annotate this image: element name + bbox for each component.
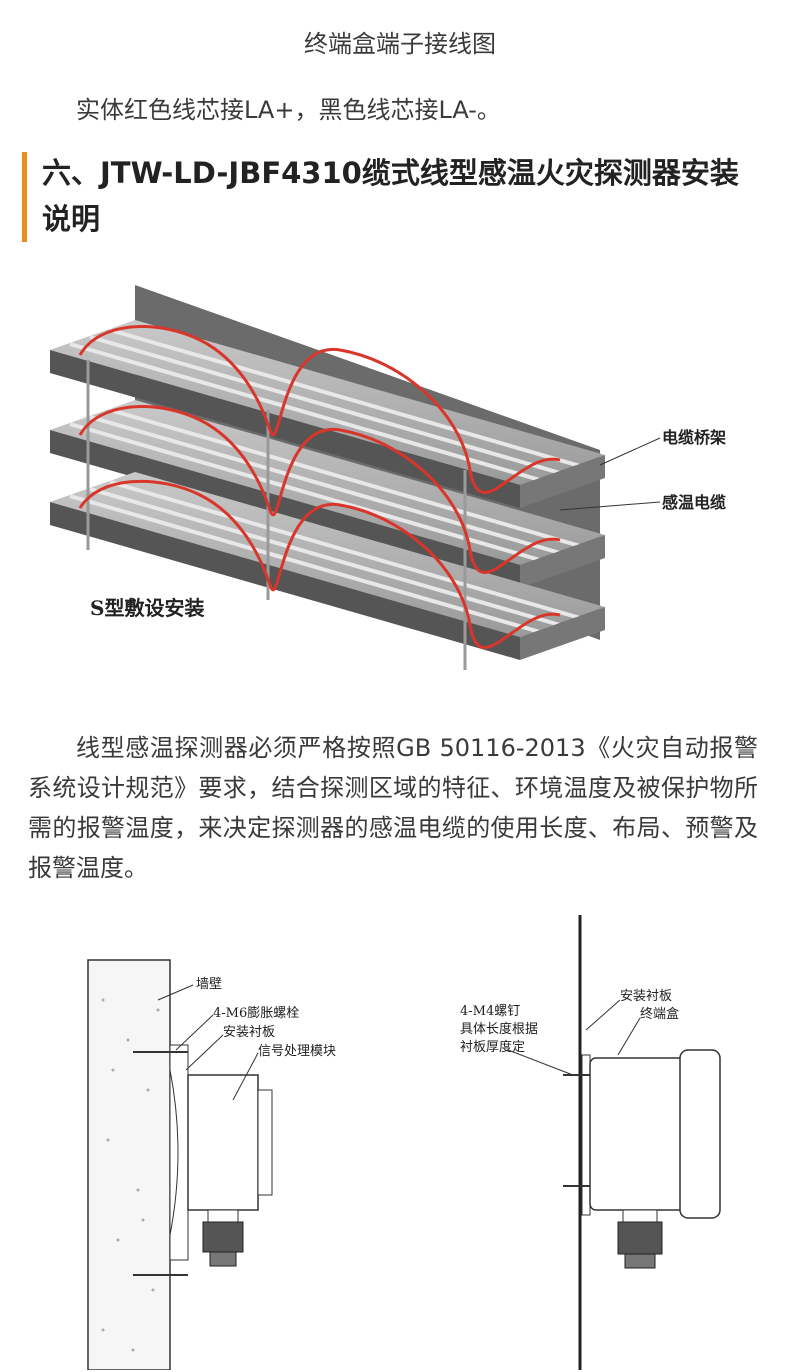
wall-mount-diagram: 墙壁 4-M6膨胀螺栓 安装衬板 信号处理模块 [87,959,336,1370]
label-signal-module: 信号处理模块 [258,1044,336,1059]
wiring-diagram-caption: 终端盒端子接线图 [304,30,496,58]
label-mount-plate-right: 安装衬板 [620,989,672,1004]
tray-tier-1 [50,320,605,508]
installation-requirement-text: 线型感温探测器必须严格按照GB 50116-2013《火灾自动报警系统设计规范》… [28,734,758,882]
cable-tray-illustration: 电缆桥架 感温电缆 S型敷设安装 [50,285,726,670]
label-m6-bolt: 4-M6膨胀螺栓 [213,1006,299,1021]
mounting-diagram: 墙壁 4-M6膨胀螺栓 安装衬板 信号处理模块 4-M4螺钉 具体长度根据 衬板… [87,915,721,1370]
label-s-type-install: S型敷设安装 [90,596,204,620]
label-mount-plate-left: 安装衬板 [223,1025,275,1040]
label-screw-length: 具体长度根据 [460,1021,538,1037]
terminal-box-mount-diagram: 4-M4螺钉 具体长度根据 衬板厚度定 安装衬板 终端盒 [460,915,721,1370]
label-plate-thickness: 衬板厚度定 [460,1039,525,1055]
label-sensing-cable: 感温电缆 [662,493,726,512]
label-terminal-box: 终端盒 [640,1006,679,1022]
label-cable-tray: 电缆桥架 [662,428,726,447]
heading-accent-bar [22,152,27,242]
label-m4-screw: 4-M4螺钉 [460,1004,520,1019]
label-wall: 墙壁 [196,977,222,992]
wiring-note: 实体红色线芯接LA+，黑色线芯接LA-。 [76,96,501,124]
section-heading: 六、JTW-LD-JBF4310缆式线型感温火灾探测器安装说明 [42,156,739,236]
sensing-cable [78,325,561,649]
